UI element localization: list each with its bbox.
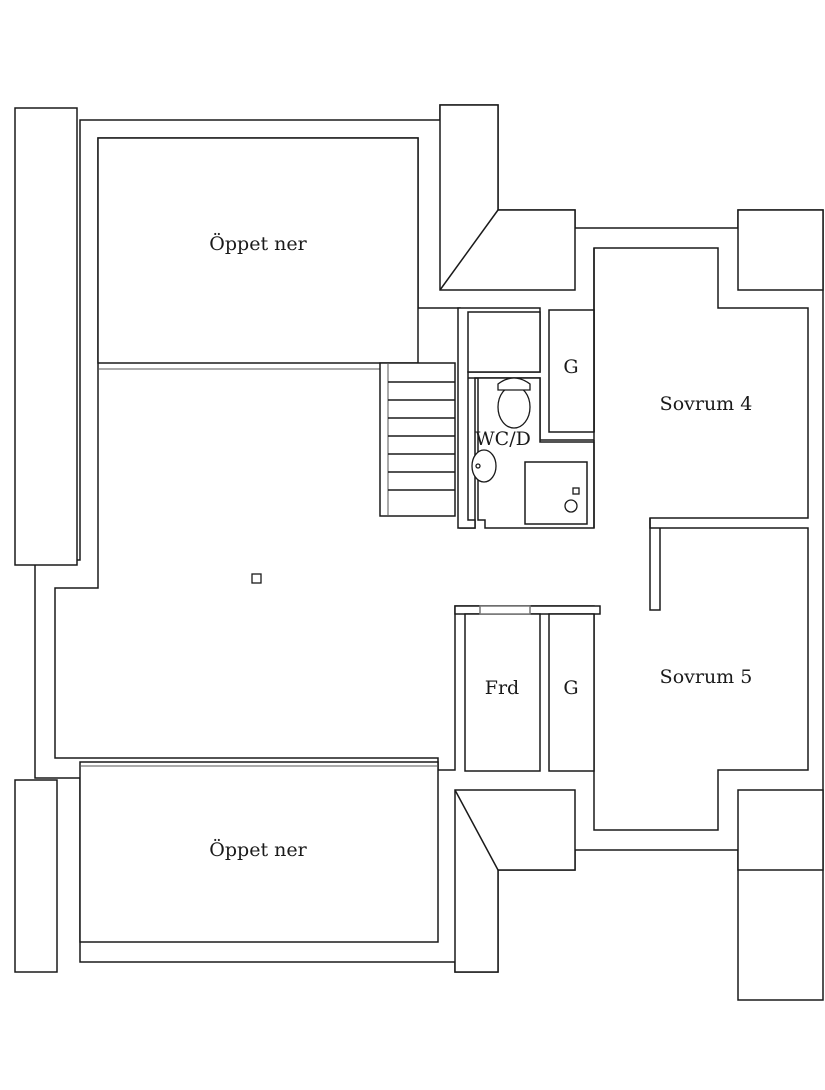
room-label-closet-bottom: G [563, 677, 578, 699]
column-icon [251, 573, 262, 584]
dormer-bottom-right [737, 789, 824, 871]
storage-closets [454, 605, 601, 772]
dormer-top-right [737, 209, 824, 291]
room-label-open-bottom: Öppet ner [209, 838, 307, 861]
open-below-bottom [79, 761, 439, 943]
open-below-top [97, 137, 419, 364]
dormer-bottom-left [454, 789, 576, 973]
dormer-top-left [439, 104, 576, 291]
room-label-open-top: Öppet ner [209, 232, 307, 255]
staircase [379, 362, 456, 517]
room-label-bedroom-5: Sovrum 5 [660, 666, 753, 688]
closet-top [548, 309, 595, 433]
room-label-wc-shower: WC/D [475, 428, 531, 450]
room-label-bedroom-4: Sovrum 4 [660, 393, 753, 415]
toilet-icon [497, 385, 531, 429]
bedroom-4-walls [593, 248, 661, 611]
room-label-closet-top: G [563, 356, 578, 378]
bathroom [457, 307, 595, 529]
room-label-storage: Frd [485, 677, 519, 699]
left-wall-bottom [14, 779, 58, 973]
left-wall-top [14, 107, 78, 566]
sink-icon [471, 449, 497, 483]
